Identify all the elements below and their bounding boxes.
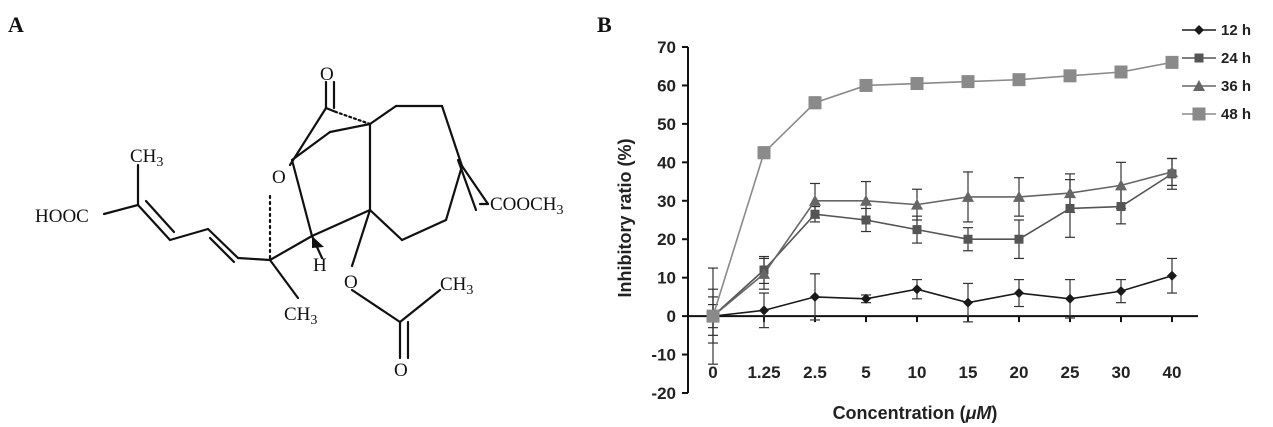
x-tick-label: 10 [908, 363, 927, 382]
x-tick-label: 2.5 [803, 363, 827, 382]
x-tick-label: 0 [708, 363, 717, 382]
data-point [1116, 286, 1126, 297]
data-point [961, 75, 975, 89]
series-line-12h [712, 274, 1173, 317]
atom-o-carbonyl: O [320, 64, 334, 85]
data-point [910, 77, 924, 91]
data-point [1014, 234, 1024, 244]
data-point [963, 297, 973, 308]
legend-marker [1192, 107, 1206, 121]
data-point [861, 215, 871, 225]
y-tick-label: 10 [657, 269, 676, 288]
y-tick-label: 0 [667, 307, 676, 326]
atom-o-lactone: O [272, 167, 286, 188]
y-tick-label: 30 [657, 192, 676, 211]
atom-o-bottom: O [394, 360, 408, 381]
atom-cooch3: COOCH3 [490, 194, 564, 218]
data-point [758, 267, 770, 279]
y-tick-label: 40 [657, 153, 676, 172]
y-tick-label: 70 [657, 38, 676, 57]
data-point [759, 305, 769, 316]
y-axis-title: Inhibitory ratio (%) [615, 139, 635, 298]
data-point [911, 198, 923, 210]
legend: 12 h 24 h 36 h 48 h [1182, 22, 1251, 123]
x-tick-label: 1.25 [747, 363, 780, 382]
legend-marker [1194, 25, 1204, 35]
data-point [912, 225, 922, 235]
data-point [1065, 203, 1075, 213]
structure-bonds [102, 80, 490, 360]
x-axis-title: Concentration (μM) [833, 403, 998, 423]
panel-label-a: A [8, 12, 24, 37]
data-point [706, 309, 720, 323]
y-tick-label: -10 [651, 346, 676, 365]
x-tick-label: 30 [1112, 363, 1131, 382]
legend-item: 24 h [1182, 50, 1251, 67]
legend-label: 12 h [1221, 22, 1251, 39]
atom-o-acetyl: O [344, 272, 358, 293]
y-tick-label: 50 [657, 115, 676, 134]
legend-marker [1194, 53, 1204, 63]
legend-label: 24 h [1221, 50, 1251, 67]
series-line-48h [712, 61, 1173, 317]
x-tick-label: 20 [1010, 363, 1029, 382]
legend-label: 36 h [1221, 78, 1251, 95]
legend-label: 48 h [1221, 106, 1251, 123]
data-point [1166, 165, 1178, 177]
y-tick-label: 20 [657, 230, 676, 249]
panel-label-b: B [597, 12, 612, 37]
data-point [859, 78, 873, 92]
x-tick-label: 25 [1061, 363, 1080, 382]
legend-marker [1193, 80, 1205, 91]
data-point [1014, 288, 1024, 299]
chemical-structure: HOOC CH3 O O COOCH3 H O CH3 CH3 O [35, 64, 564, 381]
legend-item: 12 h [1182, 22, 1251, 39]
legend-item: 48 h [1182, 106, 1251, 123]
data-point [861, 293, 871, 304]
y-tick-label: 60 [657, 76, 676, 95]
data-point [1065, 293, 1075, 304]
data-point [1063, 69, 1077, 83]
data-point [808, 96, 822, 110]
data-point [1115, 179, 1127, 191]
x-tick-label: 40 [1163, 363, 1182, 382]
data-point [963, 234, 973, 244]
data-point [1167, 270, 1177, 281]
data-point [912, 284, 922, 295]
series-line-24h [712, 173, 1173, 317]
x-tick-labels: 0 1.25 2.5 5 10 15 20 25 30 40 [708, 363, 1181, 382]
data-point [1116, 202, 1126, 212]
atom-hooc: HOOC [35, 206, 89, 227]
data-point [810, 209, 820, 219]
legend-item: 36 h [1182, 78, 1251, 95]
y-tick-labels: -20 -10 0 10 20 30 40 50 60 70 [651, 38, 676, 403]
series-lines [712, 61, 1173, 317]
data-point [809, 194, 821, 206]
data-point [1013, 190, 1025, 202]
data-point [1012, 73, 1026, 87]
data-point [1165, 55, 1179, 69]
data-point [757, 146, 771, 160]
data-point [860, 194, 872, 206]
data-point [962, 190, 974, 202]
x-tick-label: 15 [959, 363, 978, 382]
series-markers [706, 55, 1179, 323]
error-bars [708, 59, 1177, 365]
series-line-36h [712, 171, 1173, 317]
data-point [1114, 65, 1128, 79]
atom-h: H [313, 255, 327, 276]
y-tick-label: -20 [651, 384, 676, 403]
x-tick-label: 5 [861, 363, 870, 382]
data-point [1064, 187, 1076, 199]
data-point [810, 291, 820, 302]
chart-axes [682, 46, 1198, 394]
